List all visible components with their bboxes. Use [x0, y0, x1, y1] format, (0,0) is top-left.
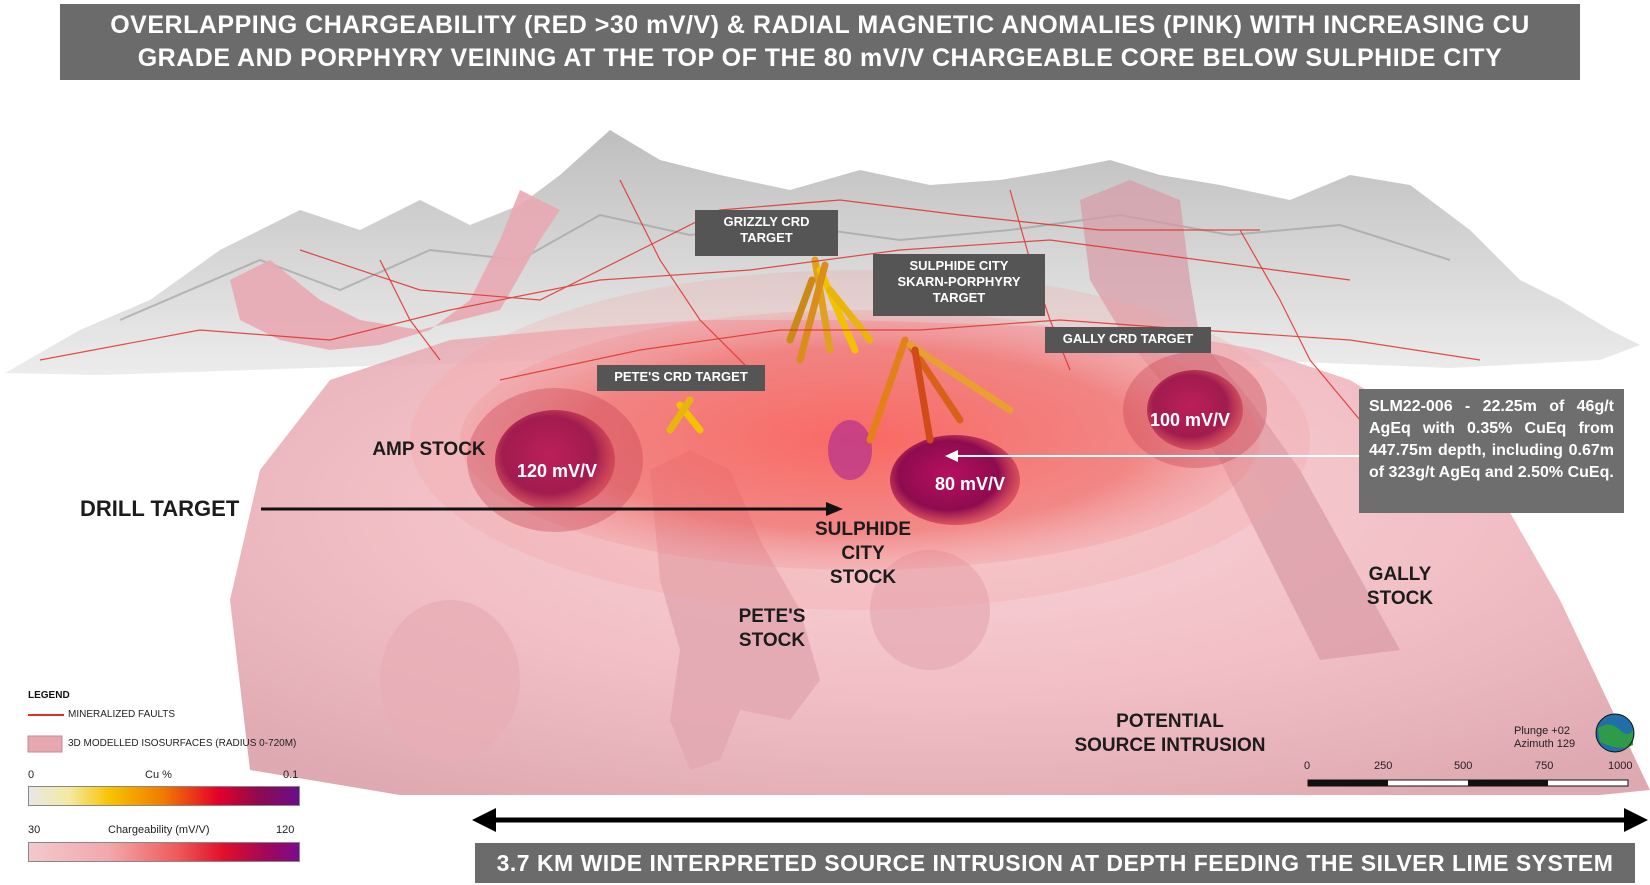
core-100-label: 100 mV/V: [1150, 410, 1231, 430]
lower-lobe-mid: [870, 550, 990, 670]
scale-bar: [1307, 779, 1629, 787]
azimuth-text: Azimuth 129: [1514, 738, 1576, 750]
scale-tick-250: 250: [1374, 760, 1393, 772]
core-120: [495, 410, 615, 510]
legend-chg-label: Chargeability (mV/V): [108, 824, 210, 836]
scale-tick-500: 500: [1454, 760, 1473, 772]
core-100-halo: [1123, 352, 1267, 468]
magnetic-anomaly: [828, 420, 872, 480]
legend-title: LEGEND: [28, 690, 70, 701]
drill-target-label: DRILL TARGET: [80, 496, 240, 521]
petes-target-tag: PETE'S CRD TARGET: [597, 365, 765, 391]
sulphide-city-target-tag: SULPHIDE CITY SKARN-PORPHYRY TARGET: [873, 254, 1045, 316]
legend-cu-colorbar: [28, 786, 300, 806]
sulphide-city-stock-label: SULPHIDE CITY STOCK: [814, 519, 912, 588]
legend-cu-min: 0: [28, 769, 35, 781]
core-120-halo: [467, 388, 643, 532]
orientation-globe-icon: [1595, 713, 1635, 753]
drill-target-arrow: [261, 502, 843, 516]
core-80: [890, 435, 1020, 525]
grizzly-target-tag: GRIZZLY CRD TARGET: [695, 210, 838, 256]
scale-tick-0: 0: [1304, 760, 1311, 772]
petes-stock-label: PETE'S STOCK: [738, 606, 806, 651]
scale-tick-1000: 1000: [1608, 760, 1633, 772]
bottom-banner-text: 3.7 KM WIDE INTERPRETED SOURCE INTRUSION…: [496, 849, 1614, 876]
callout-arrow: [945, 450, 1360, 462]
legend-faults-text: MINERALIZED FAULTS: [68, 709, 176, 720]
drill-result-callout: SLM22-006 - 22.25m of 46g/t AgEq with 0.…: [1359, 389, 1624, 513]
legend-chg-max: 120: [276, 824, 295, 836]
core-80-label: 80 mV/V: [935, 474, 1006, 494]
amp-stock-label: AMP STOCK: [372, 439, 486, 460]
lower-lobe-left: [380, 600, 520, 760]
width-arrow: [472, 808, 1648, 832]
plunge-text: Plunge +02: [1514, 725, 1570, 737]
legend-iso-swatch: [27, 735, 63, 753]
scale-tick-750: 750: [1535, 760, 1554, 772]
core-100: [1147, 370, 1243, 450]
legend-chg-colorbar: [28, 842, 300, 862]
orientation-readout: Plunge +02 Azimuth 129: [1514, 725, 1575, 751]
title-banner: OVERLAPPING CHARGEABILITY (RED >30 mV/V)…: [60, 4, 1580, 80]
bottom-banner: 3.7 KM WIDE INTERPRETED SOURCE INTRUSION…: [475, 843, 1635, 883]
potential-source-label: POTENTIAL SOURCE INTRUSION: [1074, 711, 1266, 756]
title-text: OVERLAPPING CHARGEABILITY (RED >30 mV/V)…: [110, 11, 1530, 72]
legend-cu-max: 0.1: [283, 769, 299, 781]
gally-stock-label: GALLY STOCK: [1366, 564, 1434, 609]
amp-stock-body: [230, 190, 560, 350]
legend-chg-min: 30: [28, 824, 41, 836]
legend-isosurfaces-text: 3D MODELLED ISOSURFACES (RADIUS 0-720M): [68, 738, 297, 749]
gally-target-tag: GALLY CRD TARGET: [1045, 327, 1211, 353]
mineralized-faults: [39, 179, 1481, 421]
drill-holes: [666, 256, 1014, 444]
core-120-label: 120 mV/V: [517, 461, 598, 481]
legend-cu-label: Cu %: [145, 769, 172, 781]
